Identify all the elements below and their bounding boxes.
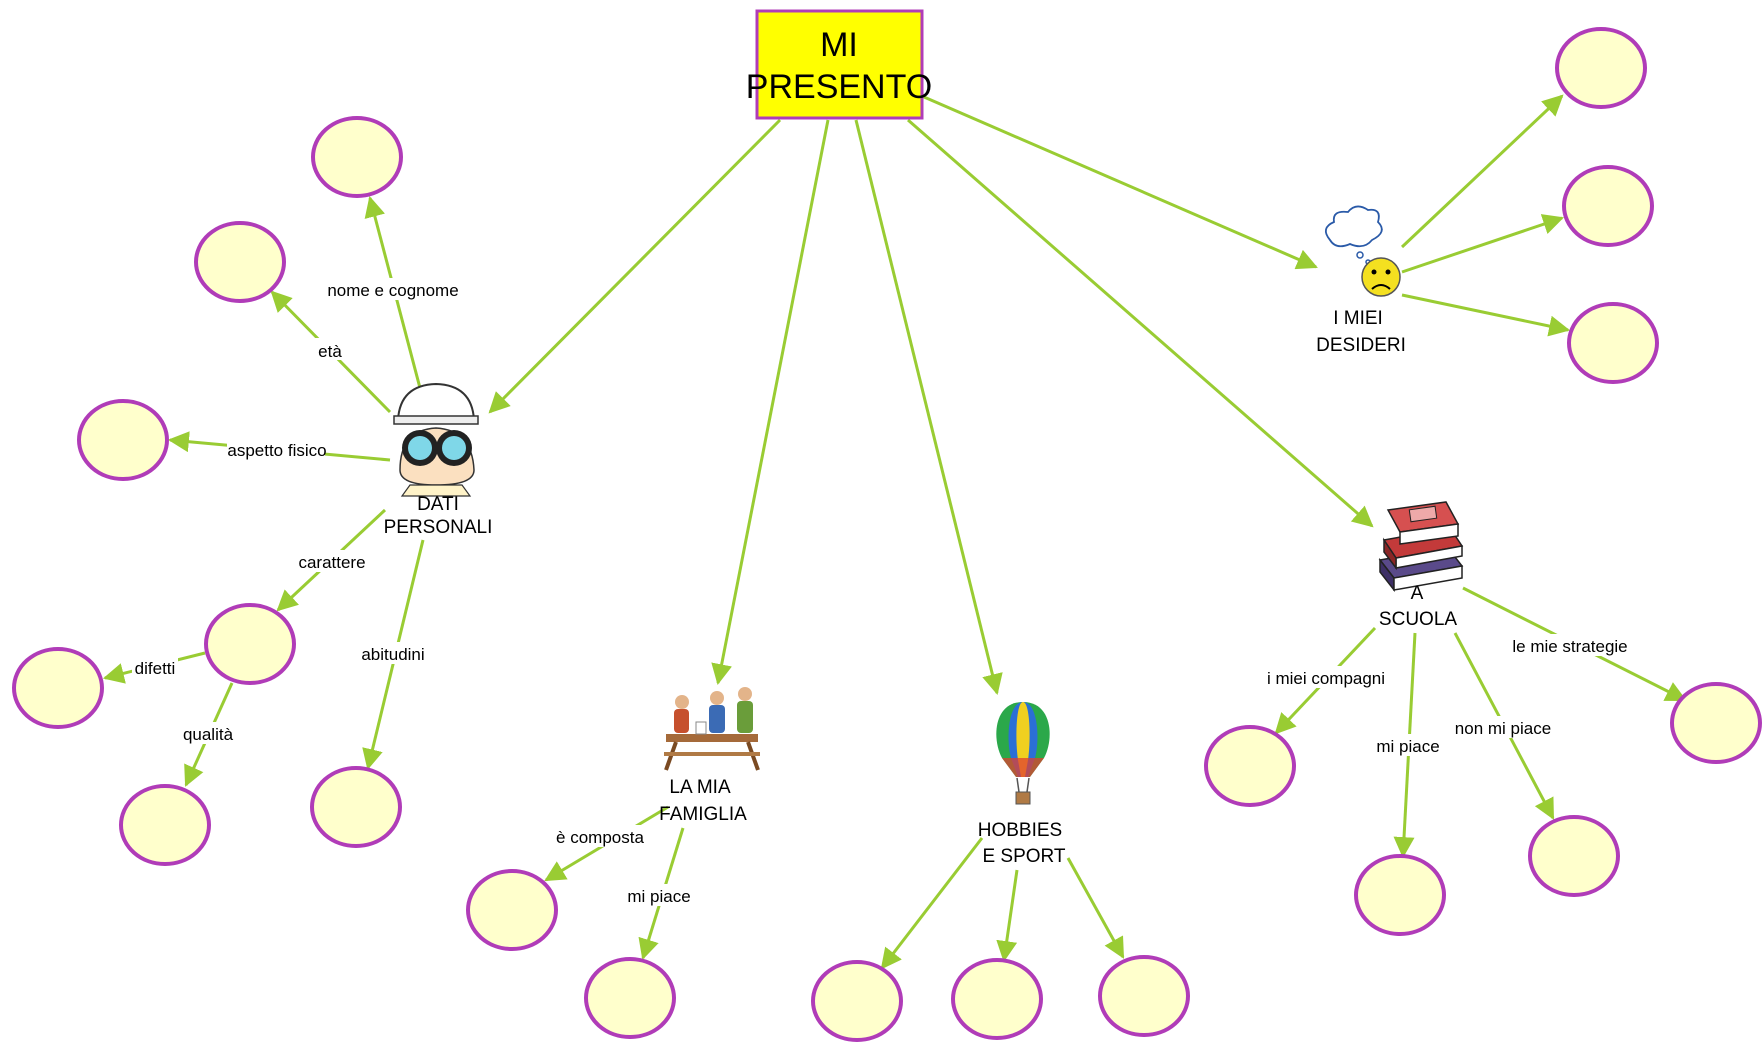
bubble-abitudini[interactable] — [310, 766, 402, 848]
bubble-desiderio-1[interactable] — [1555, 27, 1647, 109]
connector-desiderio-3 — [1401, 293, 1571, 337]
bubble-nome-e-cognome[interactable] — [311, 116, 403, 198]
connector-desiderio-1 — [1400, 94, 1564, 249]
connector-root-dati — [488, 118, 782, 414]
bubble-miei-compagni[interactable] — [1204, 725, 1296, 807]
dati-line2: PERSONALI — [384, 517, 493, 538]
bubble-eta[interactable] — [194, 221, 286, 303]
bubble-qualita[interactable] — [119, 784, 211, 866]
root-title-line2: PRESENTO — [746, 68, 932, 106]
bubble-desiderio-3[interactable] — [1567, 302, 1659, 384]
hobbies-line1: HOBBIES — [978, 820, 1062, 841]
root-node[interactable]: MI PRESENTO — [746, 9, 932, 120]
desideri-line1: I MIEI — [1333, 308, 1383, 329]
link-famiglia-mi-piace: mi piace — [627, 887, 690, 906]
scuola-line1: A — [1411, 583, 1424, 604]
link-e-composta: è composta — [556, 828, 644, 847]
thinking-sad-face-icon — [1324, 205, 1401, 297]
link-carattere: carattere — [298, 553, 365, 572]
binoculars-explorer-icon — [393, 382, 479, 497]
scuola-line2: SCUOLA — [1379, 609, 1457, 630]
link-eta: età — [318, 342, 342, 361]
hobbies-line2: E SPORT — [982, 846, 1065, 867]
bubble-famiglia-mi-piace[interactable] — [584, 957, 676, 1039]
link-le-mie-strategie: le mie strategie — [1512, 637, 1627, 656]
bubble-hobby-3[interactable] — [1098, 955, 1190, 1037]
link-i-miei-compagni: i miei compagni — [1267, 669, 1385, 688]
topic-hobbies-e-sport[interactable]: HOBBIES E SPORT — [978, 702, 1066, 867]
stack-of-books-icon — [1378, 501, 1464, 593]
link-aspetto-fisico: aspetto fisico — [227, 441, 326, 460]
link-nome-e-cognome: nome e cognome — [327, 281, 458, 300]
topic-i-miei-desideri[interactable]: I MIEI DESIDERI — [1316, 205, 1406, 356]
root-title-line1: MI — [820, 26, 858, 64]
bubble-non-mi-piace[interactable] — [1528, 815, 1620, 897]
famiglia-line1: LA MIA — [669, 777, 731, 798]
famiglia-line2: FAMIGLIA — [659, 804, 747, 825]
empty-bubbles — [12, 27, 1762, 1042]
connector-desiderio-2 — [1401, 214, 1564, 274]
connector-hobbies-1 — [880, 837, 984, 970]
topic-dati-personali[interactable]: DATI PERSONALI — [384, 382, 493, 538]
bubble-aspetto-fisico[interactable] — [77, 399, 169, 481]
connector-hobbies-3 — [1066, 857, 1125, 959]
linking-phrases: nome e cognome età aspetto fisico caratt… — [132, 278, 1628, 906]
connector-hobbies-2 — [996, 869, 1019, 963]
hot-air-balloon-icon — [996, 702, 1050, 805]
bubble-hobby-2[interactable] — [951, 958, 1043, 1040]
link-qualita: qualità — [183, 725, 234, 744]
connector-root-desideri — [923, 95, 1318, 270]
bubble-famiglia-composta[interactable] — [466, 869, 558, 951]
topic-la-mia-famiglia[interactable]: LA MIA FAMIGLIA — [659, 687, 760, 825]
desideri-line2: DESIDERI — [1316, 335, 1406, 356]
dati-line1: DATI — [417, 494, 459, 515]
link-abitudini: abitudini — [361, 645, 424, 664]
bubble-mie-strategie[interactable] — [1670, 682, 1762, 764]
link-scuola-mi-piace: mi piace — [1376, 737, 1439, 756]
link-difetti: difetti — [135, 659, 176, 678]
bubble-carattere[interactable] — [204, 603, 296, 685]
family-picnic-icon — [664, 687, 760, 771]
bubble-scuola-mi-piace[interactable] — [1354, 854, 1446, 936]
bubble-hobby-1[interactable] — [811, 960, 903, 1042]
link-non-mi-piace: non mi piace — [1455, 719, 1551, 738]
root-box — [755, 9, 924, 120]
bubble-desiderio-2[interactable] — [1562, 165, 1654, 247]
connector-root-scuola — [907, 118, 1374, 528]
bubble-difetti[interactable] — [12, 647, 104, 729]
connector-root-famiglia — [711, 119, 830, 686]
topic-a-scuola[interactable]: A SCUOLA — [1378, 501, 1464, 630]
connector-root-hobbies — [854, 119, 1003, 696]
